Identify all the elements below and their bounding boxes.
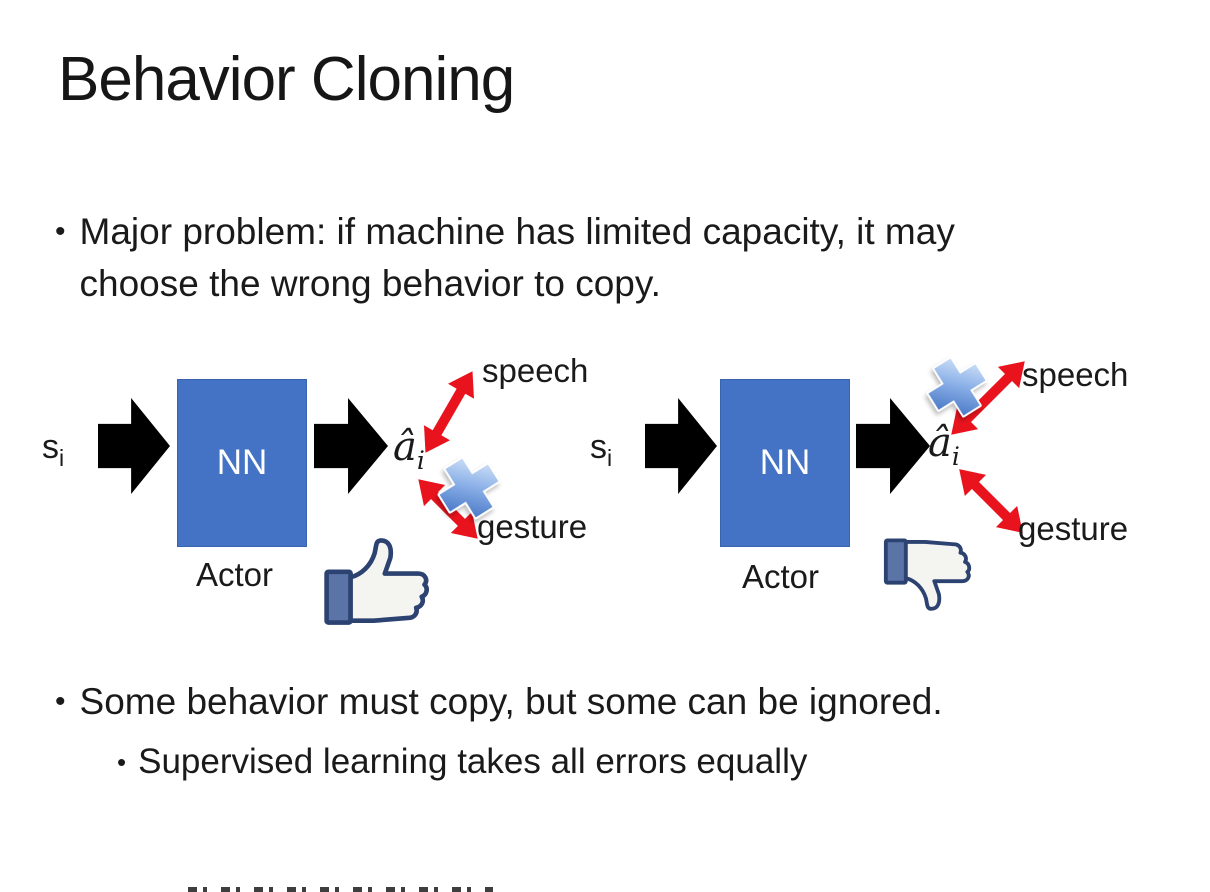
nn-box: NN: [177, 379, 307, 547]
cross-out-icon: [914, 344, 999, 429]
flow-arrow-icon: [98, 398, 170, 494]
bullet-marker: •: [55, 685, 66, 718]
nn-label: NN: [759, 443, 811, 482]
bullet-marker: •: [55, 215, 66, 248]
clipped-line-fragment: [188, 887, 493, 892]
slide-title: Behavior Cloning: [58, 45, 515, 114]
thumbs-down-icon: [882, 530, 982, 620]
bullet-marker: •: [117, 747, 127, 777]
bullet-supervised-learning: • Supervised learning takes all errors e…: [117, 738, 1167, 786]
output-action-label: âi: [393, 424, 425, 475]
branch-label-speech: speech: [1022, 356, 1129, 393]
flow-arrow-icon: [856, 398, 930, 494]
input-state-label: si: [590, 428, 613, 471]
bullet-text: Major problem: if machine has limited ca…: [79, 211, 955, 304]
bullet-major-problem: • Major problem: if machine has limited …: [55, 206, 1065, 310]
nn-label: NN: [216, 443, 268, 482]
flow-arrow-icon: [314, 398, 388, 494]
output-action-label: âi: [928, 420, 960, 471]
actor-label: Actor: [742, 558, 820, 595]
bullet-some-behavior: • Some behavior must copy, but some can …: [55, 676, 1175, 728]
thumbs-up-icon: [322, 534, 442, 628]
bullet-text: Some behavior must copy, but some can be…: [79, 681, 943, 722]
branch-label-speech: speech: [482, 352, 589, 389]
nn-box: NN: [720, 379, 850, 547]
flow-arrow-icon: [645, 398, 717, 494]
bullet-text: Supervised learning takes all errors equ…: [138, 742, 808, 781]
actor-label: Actor: [196, 556, 274, 593]
cross-out-icon: [425, 444, 513, 532]
input-state-label: si: [42, 428, 65, 471]
branch-label-gesture: gesture: [477, 508, 588, 545]
branch-label-gesture: gesture: [1018, 510, 1129, 547]
